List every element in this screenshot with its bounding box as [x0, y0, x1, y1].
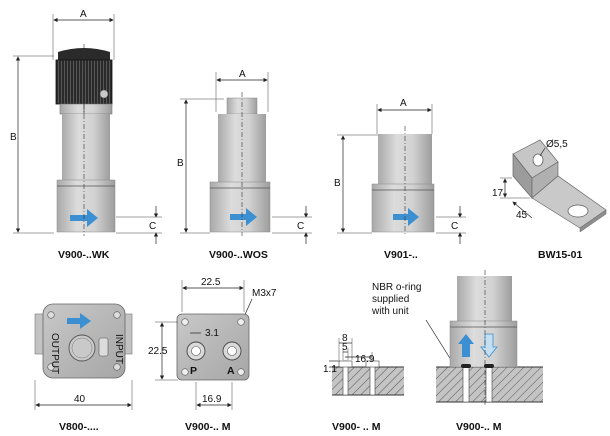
caption-v901: V901-.. — [384, 249, 418, 261]
screw-icon — [113, 311, 121, 319]
flow-arrow — [393, 208, 419, 226]
lock-screw — [99, 89, 109, 99]
port-p-label: P — [190, 365, 197, 377]
input-label: INPUT — [113, 334, 124, 364]
dim-dia-label: Ø5,5 — [546, 139, 568, 150]
nbr-note-line-2: supplied — [372, 294, 409, 305]
nbr-note-line-1: NBR o-ring — [372, 282, 421, 293]
dim-16-9-label: 16.9 — [202, 394, 222, 405]
dim-1-1-label: 1.1 — [323, 364, 337, 375]
dim-a-label: A — [80, 9, 87, 20]
screw-icon — [47, 311, 55, 319]
caption-v900-wk: V900-..WK — [58, 249, 110, 261]
dim-a-label: A — [400, 98, 407, 109]
dim-a-label: A — [239, 69, 246, 80]
valve-stem — [457, 276, 512, 321]
dim-22-5-top-label: 22.5 — [201, 277, 221, 288]
dim-b-label: B — [10, 132, 17, 143]
v800-gauge-port — [68, 334, 96, 362]
valve-stem — [62, 114, 110, 180]
dim-3-1-label: 3.1 — [205, 328, 219, 339]
output-label: OUTPUT — [49, 333, 60, 374]
v800-indicator — [98, 337, 109, 357]
screw-hole-icon — [181, 368, 189, 376]
dim-b-label: B — [177, 158, 184, 169]
manifold-face — [176, 313, 250, 381]
nbr-note-line-3: with unit — [371, 306, 409, 317]
o-ring — [461, 364, 471, 368]
view-v900-m-section: 8 5 16.9 1.1 V900- .. M — [323, 333, 404, 433]
dim-17-label: 17 — [492, 188, 504, 199]
caption-bw15: BW15-01 — [538, 249, 583, 261]
lock-nut — [59, 103, 113, 115]
dim-c-label: C — [451, 221, 458, 232]
screw-hole-icon — [237, 368, 245, 376]
view-v900-wk: A B C V900-..WK — [10, 9, 162, 261]
dim-8-label: 8 — [342, 333, 348, 344]
flow-arrow-up — [458, 334, 474, 357]
port-a-label: A — [227, 365, 235, 377]
view-v800: OUTPUT INPUT 40 V800-.... — [34, 303, 133, 433]
thread-m3x7-label: M3x7 — [252, 288, 277, 299]
screw-icon — [113, 363, 121, 371]
caption-v800: V800-.... — [59, 421, 99, 433]
flow-arrow — [230, 208, 257, 226]
dim-c-label: C — [149, 221, 156, 232]
valve-body — [371, 183, 435, 233]
dim-c-label: C — [297, 221, 304, 232]
dim-5-label: 5 — [342, 342, 348, 353]
view-v900-m-bottom: 22.5 M3x7 P A 3.1 22.5 16.9 V900-.. M — [148, 277, 277, 433]
dim-16-9-b-label: 16.9 — [355, 354, 375, 365]
view-bw15-bracket: Ø5,5 17 45 BW15-01 — [492, 139, 607, 261]
caption-v900-m-3: V900-.. M — [456, 421, 502, 433]
o-ring — [484, 364, 494, 368]
screw-icon — [47, 363, 55, 371]
valve-body — [209, 181, 271, 233]
mounting-hole — [532, 153, 544, 167]
dim-22-5-side-label: 22.5 — [148, 346, 168, 357]
caption-v900-m-1: V900-.. M — [185, 421, 231, 433]
screw-hole-icon — [237, 318, 245, 326]
flow-arrow — [67, 313, 91, 329]
dim-40-label: 40 — [74, 394, 86, 405]
dim-b-label: B — [334, 178, 341, 189]
mounting-slot — [567, 204, 589, 218]
screw-hole-icon — [181, 318, 189, 326]
view-v900-m-mounted: NBR o-ring supplied with unit V900-.. M — [371, 270, 543, 433]
view-v901: A B C V901-.. — [334, 98, 466, 261]
caption-v900-wos: V900-..WOS — [209, 249, 268, 261]
view-v900-wos: A B C V900-..WOS — [177, 69, 312, 261]
valve-body — [56, 179, 116, 233]
caption-v900-m-2: V900- .. M — [332, 421, 381, 433]
dim-45-label: 45 — [516, 210, 528, 221]
